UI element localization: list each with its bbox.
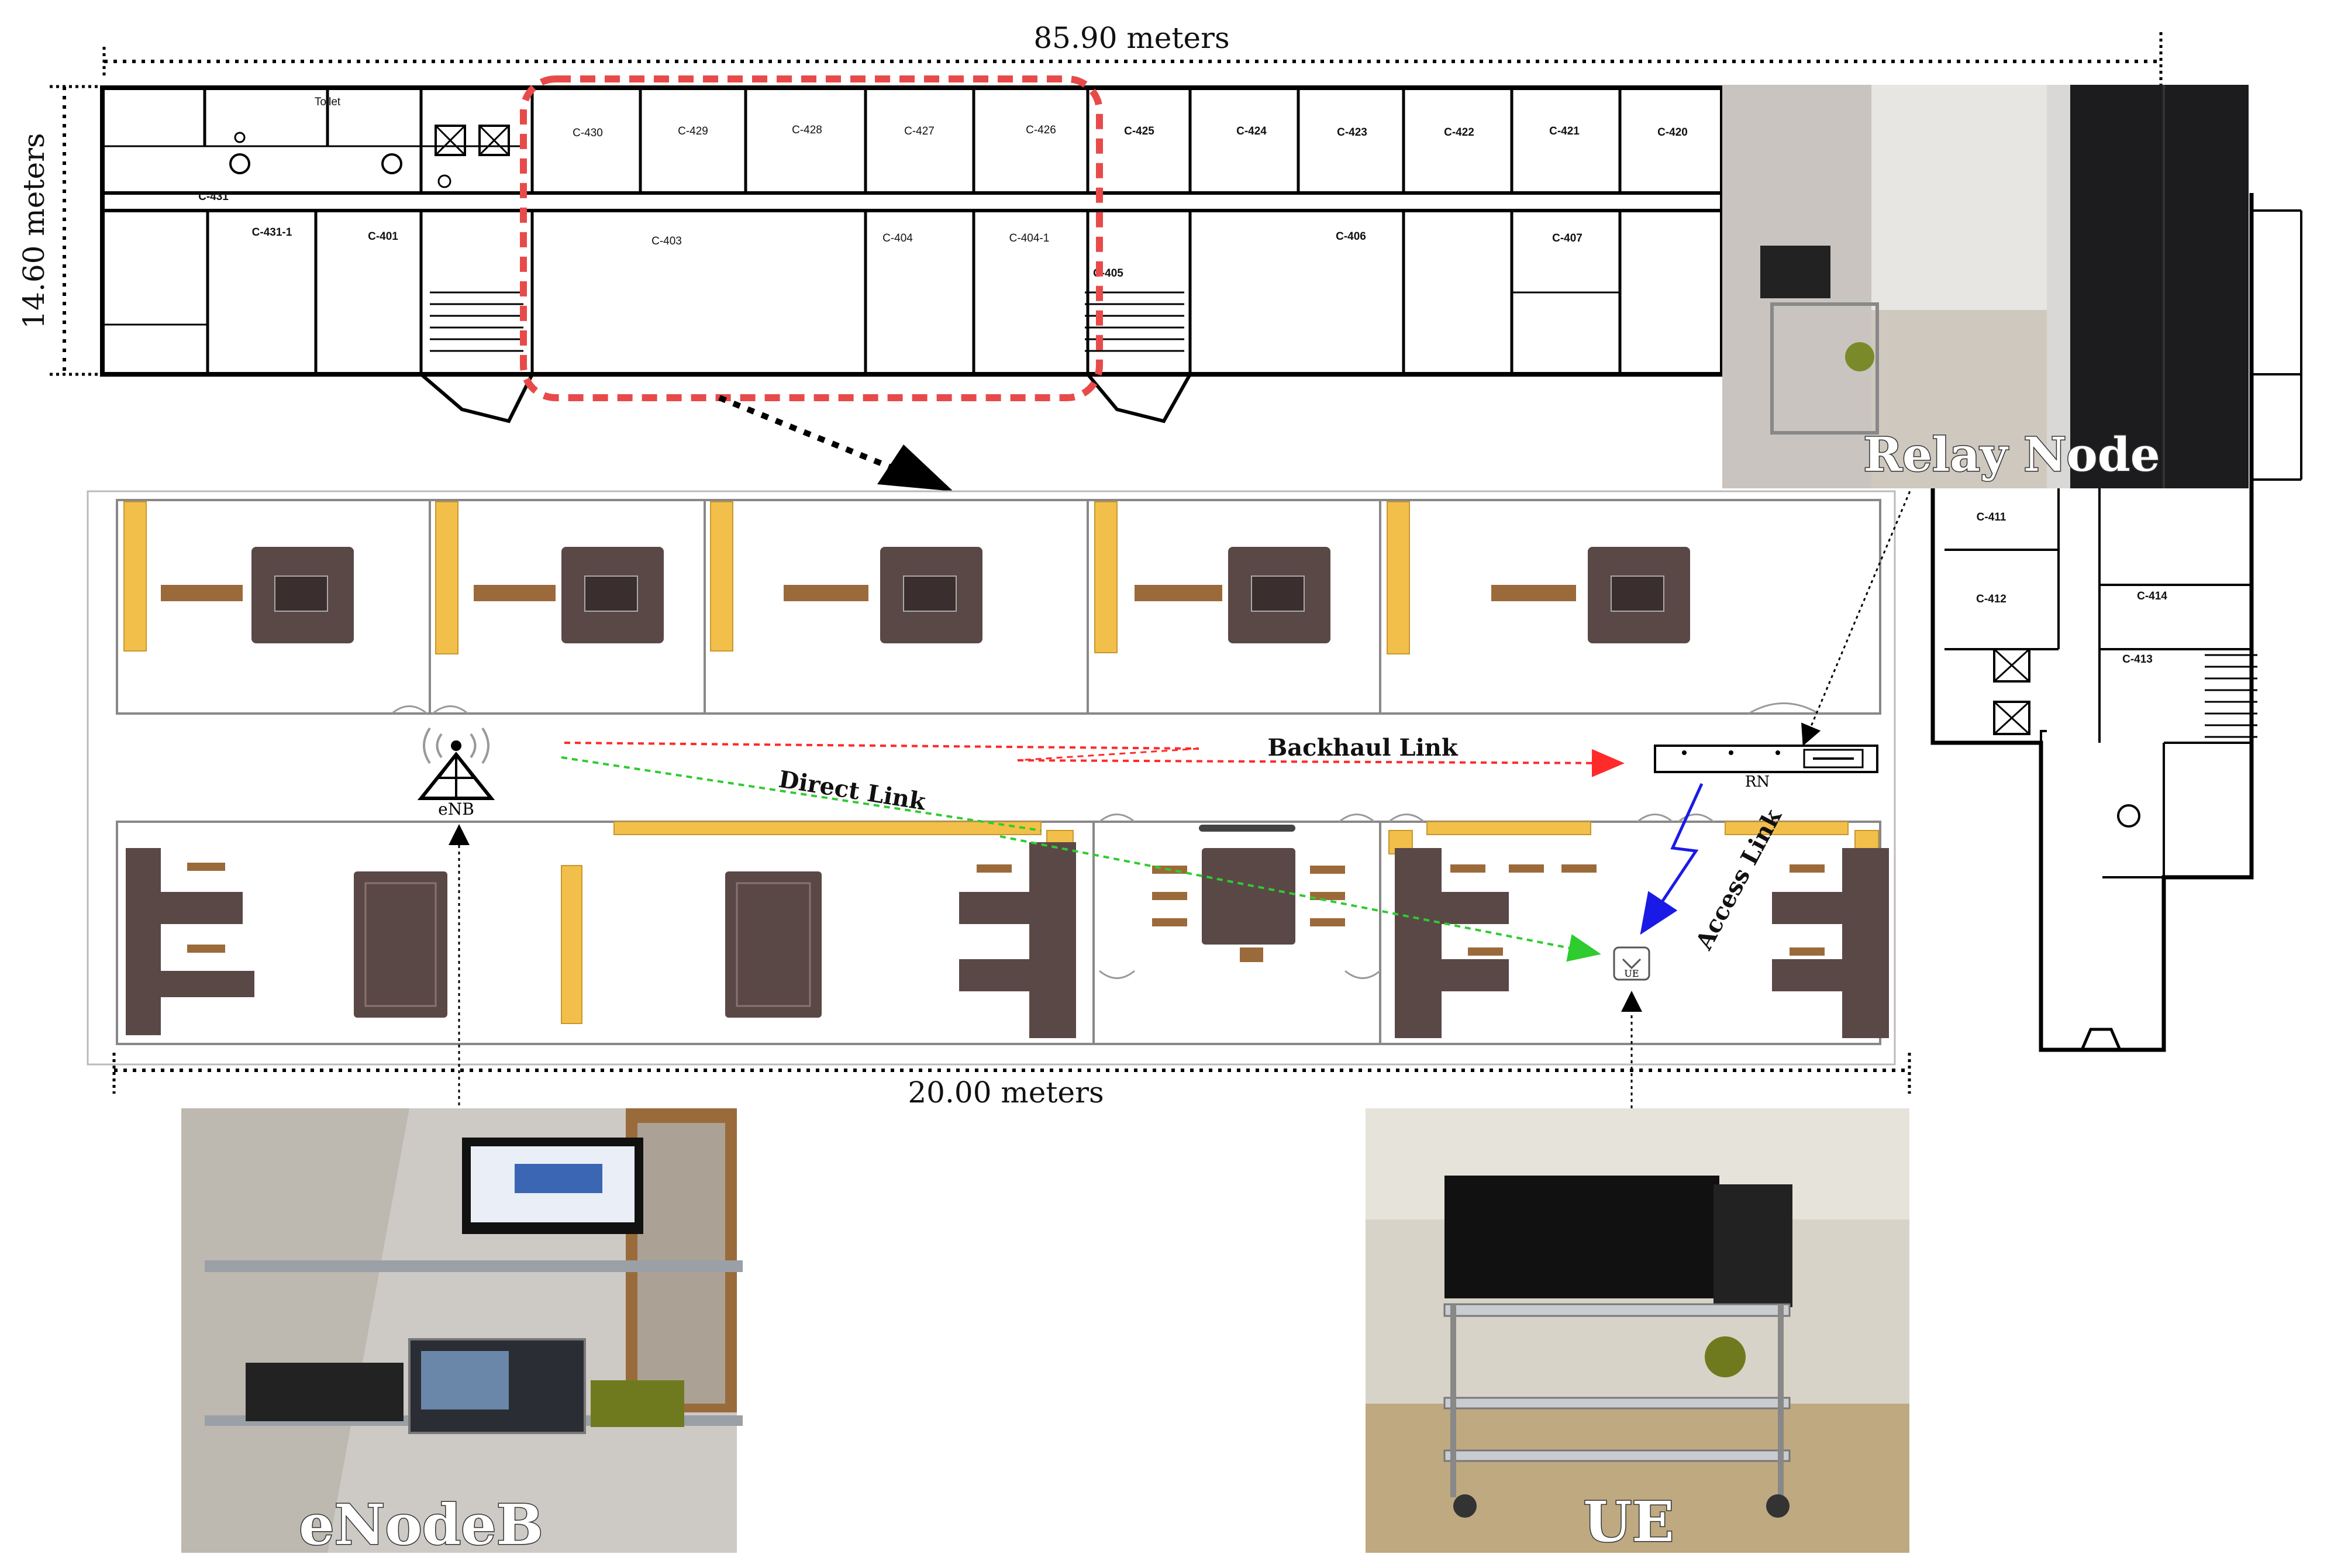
- enb-label: eNB: [438, 799, 474, 819]
- backhaul-link: Backhaul Link: [564, 734, 1625, 777]
- wc-label: Toilet: [315, 96, 341, 108]
- room-label: C-420: [1657, 126, 1688, 139]
- room-label: C-407: [1552, 232, 1582, 244]
- room-label: C-430: [573, 127, 603, 139]
- top-dimension: 85.90 meters: [102, 21, 2163, 88]
- room-label: C-431: [198, 191, 229, 203]
- top-room-labels: C-430 C-429 C-428 C-427 C-426 C-425 C-42…: [198, 124, 1688, 280]
- top-floor-plan: [100, 85, 1725, 423]
- relay-node-photo: Relay Node: [1722, 85, 2249, 488]
- rn-device-icon: RN: [1654, 745, 1878, 791]
- relay-pointer: [1801, 485, 1914, 746]
- room-label: C-423: [1337, 126, 1367, 139]
- top-dimension-label: 85.90 meters: [1033, 21, 1229, 55]
- room-label: C-406: [1336, 230, 1366, 243]
- room-label: C-403: [651, 235, 682, 247]
- enodeb-photo: eNodeB: [181, 1108, 743, 1559]
- room-label: C-429: [678, 125, 708, 137]
- ue-photo: UE: [1366, 1108, 1909, 1556]
- room-label: C-401: [368, 230, 398, 243]
- side-dimension: 14.60 meters: [17, 85, 99, 376]
- bottom-dimension: 20.00 meters: [112, 1053, 1911, 1109]
- room-label: C-426: [1026, 124, 1056, 136]
- zoom-arrow-head: [877, 444, 953, 491]
- relay-node-caption: Relay Node: [1863, 427, 2160, 482]
- room-label: C-422: [1444, 126, 1474, 139]
- room-label: C-427: [904, 125, 935, 137]
- ue-device-icon: UE: [1613, 946, 1650, 981]
- room-label: C-431-1: [252, 226, 292, 239]
- room-label: C-414: [2137, 590, 2167, 602]
- ue-label: UE: [1624, 968, 1639, 979]
- enb-tower-icon: eNB: [417, 727, 495, 819]
- detail-plan: [87, 490, 1896, 1066]
- bottom-dimension-label: 20.00 meters: [908, 1076, 1104, 1109]
- side-dimension-label: 14.60 meters: [17, 133, 51, 329]
- room-label: C-412: [1976, 593, 2006, 605]
- right-wing-plan: [1930, 193, 2302, 1052]
- room-label: C-428: [792, 124, 822, 136]
- room-label: C-424: [1236, 125, 1267, 137]
- room-label: C-404: [882, 232, 913, 244]
- enodeb-caption: eNodeB: [299, 1493, 543, 1557]
- rn-label: RN: [1745, 773, 1770, 791]
- highlight-region: [520, 75, 1103, 401]
- room-label: C-404-1: [1009, 232, 1050, 244]
- ue-caption: UE: [1583, 1490, 1674, 1555]
- room-label: C-411: [1977, 511, 2006, 523]
- backhaul-link-label: Backhaul Link: [1267, 734, 1458, 761]
- room-label: C-425: [1124, 125, 1154, 137]
- room-label: C-413: [2122, 653, 2153, 666]
- room-label: C-421: [1549, 125, 1580, 137]
